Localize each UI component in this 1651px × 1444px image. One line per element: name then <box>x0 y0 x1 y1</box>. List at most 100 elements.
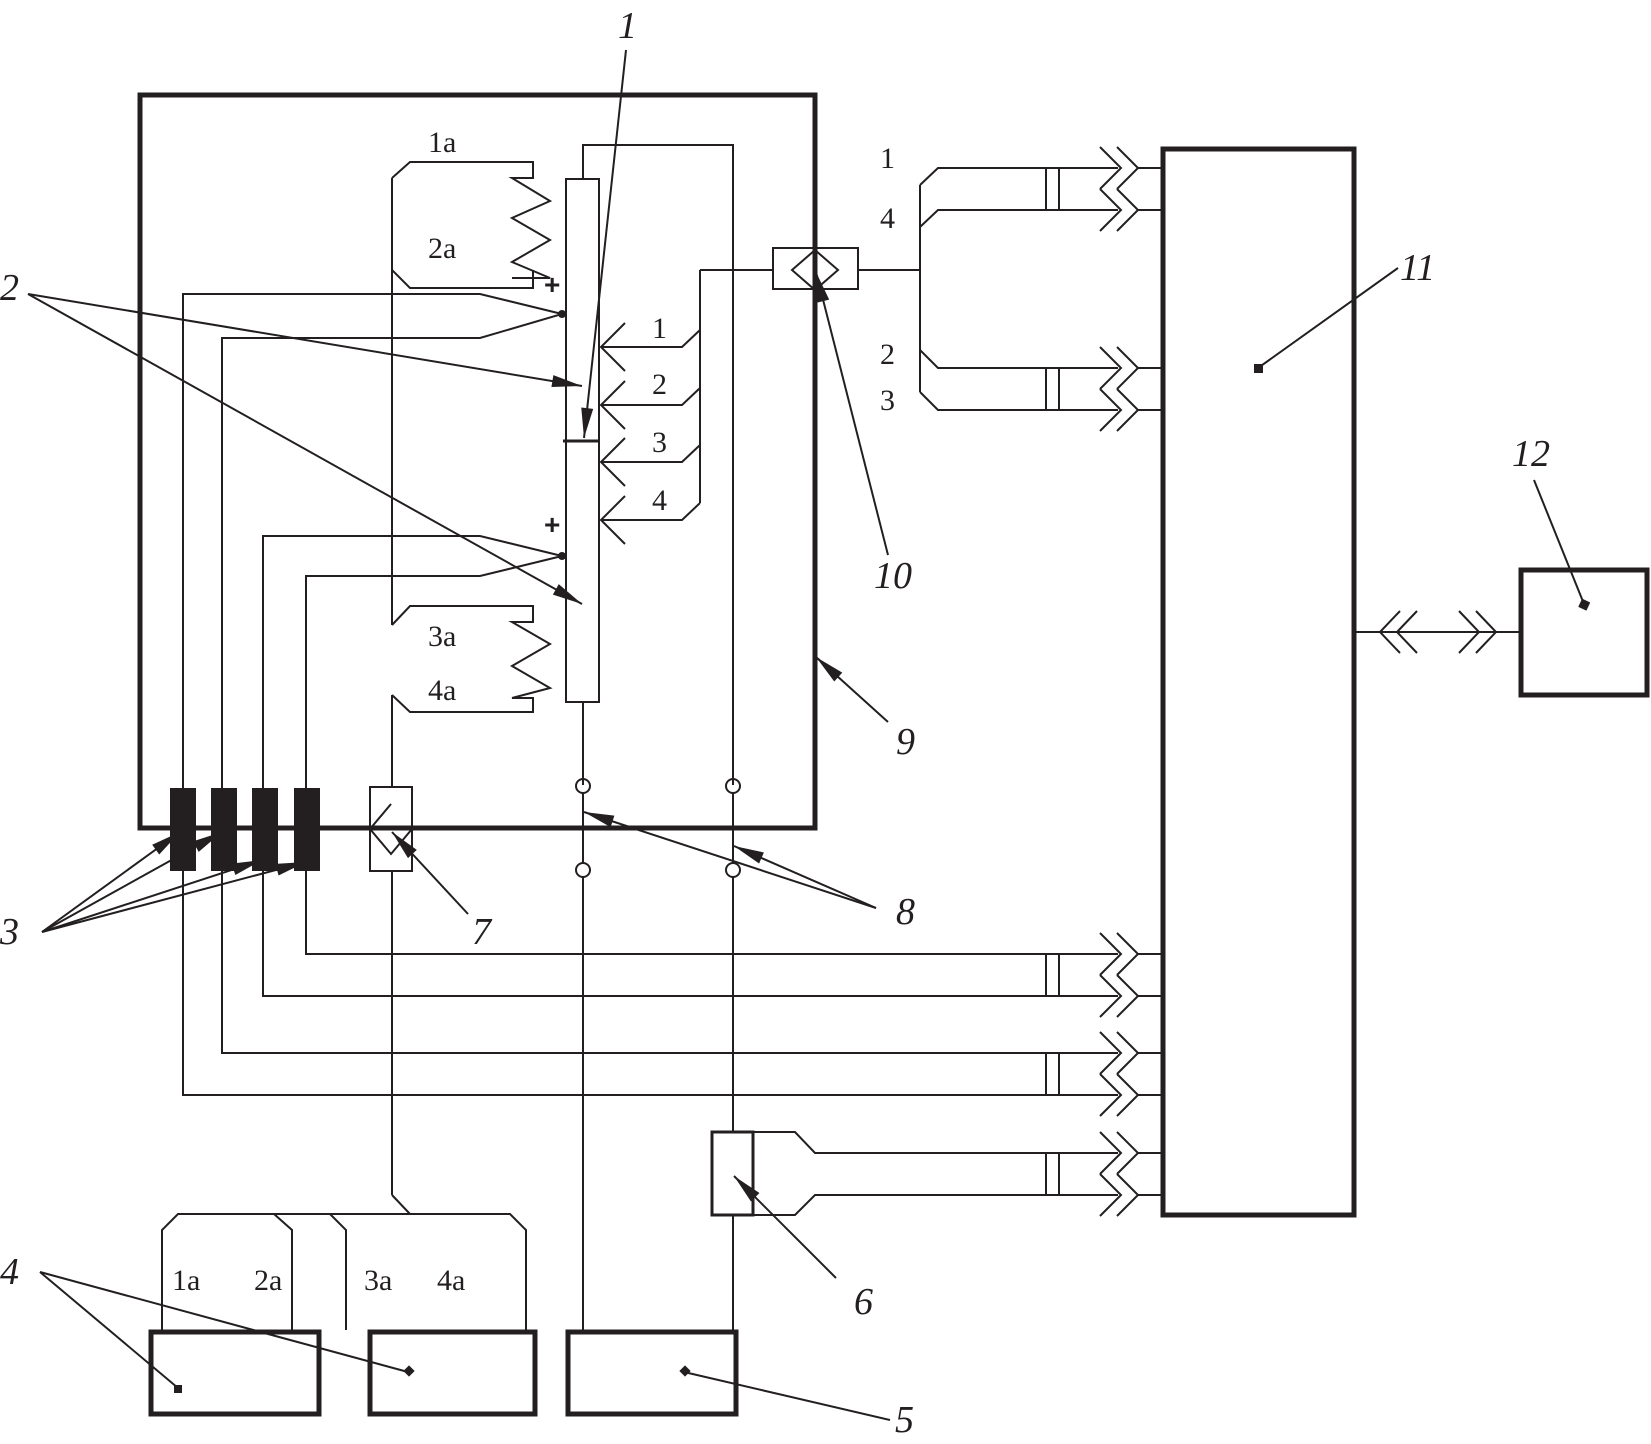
leader-3c <box>41 859 263 933</box>
leader-5 <box>683 1371 891 1421</box>
feed-3a <box>329 1213 347 1330</box>
source-block-4a <box>148 1329 322 1417</box>
source-block-4b <box>367 1329 538 1417</box>
leader-4a <box>39 1271 179 1389</box>
leader-3d <box>41 861 307 933</box>
bundle-wire-1 <box>919 167 1118 186</box>
plug-chevron <box>1099 1073 1123 1117</box>
cable-2 <box>221 871 1118 1054</box>
callout-10: 10 <box>874 555 912 597</box>
bundle-label-2: 2 <box>880 338 895 371</box>
leader-9-head <box>816 657 843 682</box>
leader-8b-head <box>734 846 764 864</box>
leader-3c-head <box>231 860 262 876</box>
leader-12 <box>1533 479 1585 605</box>
link-chevron-right-1 <box>1458 610 1481 654</box>
polarity-plus-upper: + <box>544 269 560 300</box>
source-label-1a: 1a <box>172 1264 200 1297</box>
upper-electrode-wires <box>182 293 566 796</box>
bundle-label-4: 4 <box>880 202 895 235</box>
polarity-plus-lower: + <box>544 509 560 540</box>
enclosure-9 <box>137 92 818 831</box>
leader-3b-head <box>192 832 222 852</box>
feed-1a <box>161 1194 413 1330</box>
cable-1 <box>182 871 1118 1096</box>
leader-3d-head <box>275 862 306 876</box>
terminal-8a-outer <box>575 862 591 878</box>
callout-7: 7 <box>472 911 493 953</box>
source-label-3a: 3a <box>364 1264 392 1297</box>
leader-10 <box>815 271 889 556</box>
coil-label-3a: 3a <box>428 620 456 653</box>
terminal-8b-outer <box>725 862 741 878</box>
link-11-12 <box>1356 610 1521 654</box>
plug-chevron <box>1099 188 1123 232</box>
leader-6-head <box>734 1176 760 1202</box>
sealed-terminals-3 <box>170 788 320 871</box>
source-block-5 <box>565 1329 739 1417</box>
leader-7-head <box>392 832 417 859</box>
plug-chevron <box>1099 1031 1123 1075</box>
leader-8a-head <box>584 812 615 828</box>
contact-label-2: 2 <box>652 368 667 401</box>
callout-12: 12 <box>1512 433 1550 475</box>
contact-group: 1 2 3 4 <box>599 269 773 545</box>
bundle-wire-4 <box>919 209 1118 228</box>
coil-label-2a: 2a <box>428 232 456 265</box>
terminal-block-2 <box>211 788 237 871</box>
sensor-6-wire-b <box>753 1194 1118 1216</box>
coil-label-4a: 4a <box>428 674 456 707</box>
feed-2a <box>273 1213 293 1330</box>
plug-chevron <box>1099 1131 1123 1175</box>
connector-10-symbol <box>790 249 840 292</box>
sensor-6-wire-a <box>753 1131 1118 1154</box>
lower-coil: 3a 4a <box>391 605 553 713</box>
link-chevron-left-1 <box>1378 610 1401 654</box>
leader-2a <box>27 293 583 387</box>
bundle-label-1: 1 <box>880 142 895 175</box>
bundle-upper: 1 4 2 3 <box>880 142 1118 417</box>
sensor-6 <box>710 1130 1118 1217</box>
source-label-2a: 2a <box>254 1264 282 1297</box>
link-chevron-left-2 <box>1395 610 1418 654</box>
callout-6: 6 <box>854 1281 873 1323</box>
callout-3: 3 <box>0 911 19 953</box>
terminal-block-4 <box>294 788 320 871</box>
lower-electrode-wires <box>262 535 563 796</box>
leader-3b <box>41 831 223 933</box>
upper-coil: 1a 2a <box>391 126 553 289</box>
plug-connectors <box>1099 146 1163 1217</box>
leader-1-head <box>581 407 594 438</box>
sensor-6-body <box>710 1130 755 1217</box>
callout-4: 4 <box>0 1251 19 1293</box>
bundle-label-3: 3 <box>880 384 895 417</box>
leader-10-head <box>816 272 830 303</box>
leader-lines <box>27 49 1585 1421</box>
power-sources: 1a 2a 3a 4a <box>148 1194 739 1417</box>
plug-chevron <box>1099 146 1123 190</box>
coil-label-1a: 1a <box>428 126 456 159</box>
terminal-block-1 <box>170 788 196 871</box>
callout-1: 1 <box>618 5 637 47</box>
leader-8a <box>583 811 877 909</box>
leader-2a-head <box>551 375 582 388</box>
terminal-block-3 <box>252 788 278 871</box>
terminal-unit-12 <box>1518 567 1650 698</box>
contact-2-wire <box>601 387 701 406</box>
bundle-wire-2 <box>919 349 1118 369</box>
callout-2: 2 <box>0 267 19 309</box>
leader-2b <box>27 293 583 605</box>
contact-label-3: 3 <box>652 426 667 459</box>
plug-chevron <box>1099 346 1123 390</box>
marker-12 <box>1578 598 1591 611</box>
callout-5: 5 <box>895 1399 914 1441</box>
leader-1 <box>583 49 627 439</box>
electrode-cables <box>182 871 1118 1096</box>
bundle-wire-3 <box>919 391 1118 411</box>
control-unit-11 <box>1160 146 1357 1218</box>
connector-10 <box>772 247 920 292</box>
contact-1-wire <box>601 329 701 348</box>
callout-8: 8 <box>896 891 915 933</box>
leader-11 <box>1257 267 1399 369</box>
plug-chevron <box>1099 388 1123 432</box>
